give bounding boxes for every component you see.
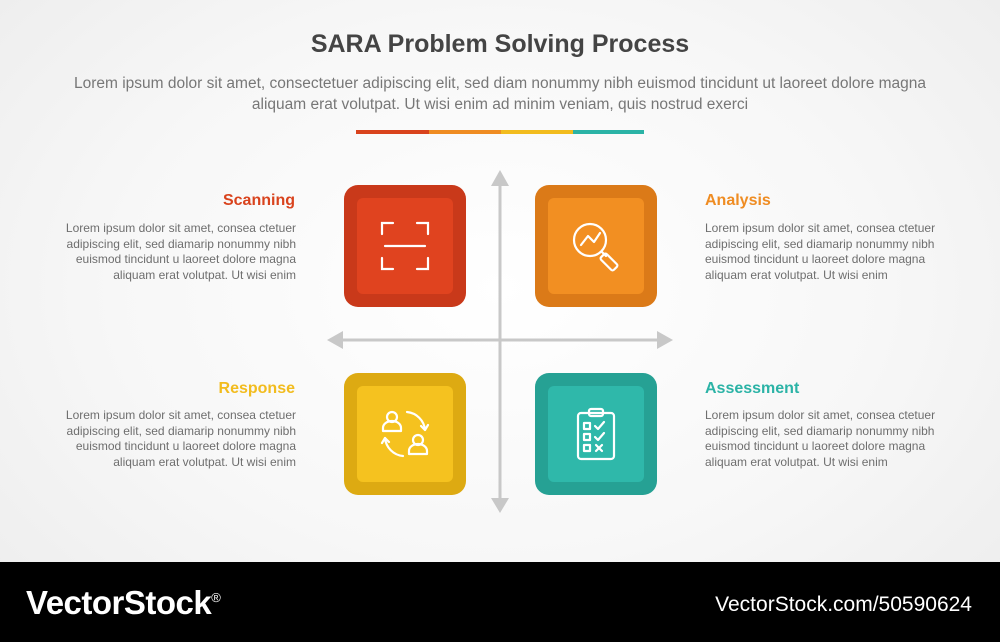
page-title: SARA Problem Solving Process [310,30,690,58]
people-exchange-icon [380,410,430,458]
image-id: VectorStock.com/50590624 [715,593,972,616]
magnifier-analytics-icon [572,222,619,272]
arrow-up-icon [491,170,509,186]
vectorstock-logo: VectorStock® [26,584,221,621]
arrow-right-icon [657,331,673,349]
page-subtitle: Lorem ipsum dolor sit amet, consectetuer… [73,75,927,113]
scanning-box [344,185,466,307]
scanning-heading: Scanning [222,192,295,209]
response-description: Lorem ipsum dolor sit amet, consea ctetu… [65,408,296,469]
response-heading: Response [218,380,295,397]
analysis-description: Lorem ipsum dolor sit amet, consea ctetu… [705,221,936,282]
arrow-down-icon [491,498,509,513]
assessment-heading: Assessment [705,380,800,397]
color-bar-yellow [501,130,573,134]
color-bar-teal [573,130,644,134]
analysis-heading: Analysis [705,192,771,209]
scanning-description: Lorem ipsum dolor sit amet, consea ctetu… [65,221,296,282]
checklist-clipboard-icon [576,407,616,461]
arrow-left-icon [327,331,343,349]
scan-frame-icon [380,221,430,271]
color-bar-orange [429,130,501,134]
assessment-box [535,373,657,495]
watermark-footer: VectorStock® VectorStock.com/50590624 [0,562,1000,642]
assessment-description: Lorem ipsum dolor sit amet, consea ctetu… [705,408,936,469]
analysis-box [535,185,657,307]
response-box [344,373,466,495]
color-bar-red [356,130,429,134]
